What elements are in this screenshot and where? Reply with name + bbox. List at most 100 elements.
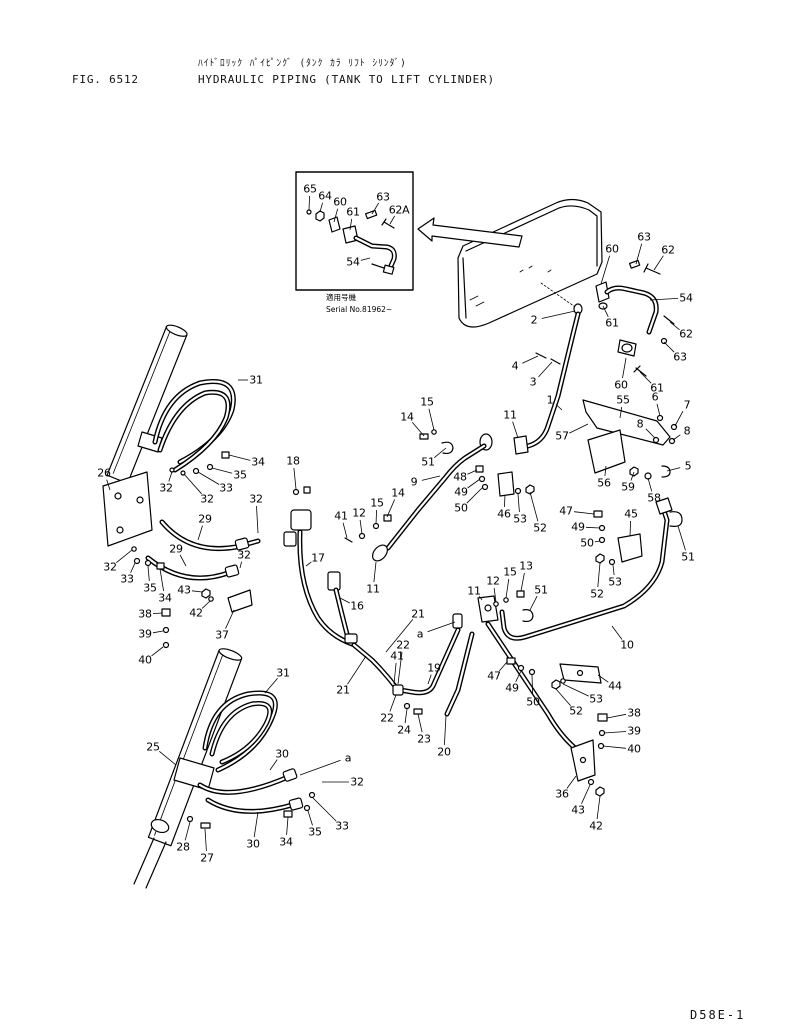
flange	[328, 216, 341, 233]
leader-line	[427, 674, 432, 685]
callout-22: 22	[396, 639, 409, 652]
pipe-inner-stroke	[386, 444, 486, 550]
callout-48: 48	[453, 471, 467, 484]
leader-line	[211, 467, 233, 474]
leader-line	[106, 479, 111, 491]
callout-36: 36	[555, 788, 569, 801]
callout-14: 14	[391, 487, 405, 500]
leader-line	[360, 257, 371, 261]
leader-line	[256, 505, 259, 534]
leader-line	[600, 255, 610, 285]
callout-53: 53	[608, 576, 622, 589]
leader-line	[308, 195, 310, 211]
leader-line	[629, 520, 631, 537]
callout-58: 58	[647, 492, 661, 505]
callout-25: 25	[146, 741, 160, 754]
left-lift-cylinder	[102, 324, 261, 649]
callout-62A: 62A	[389, 204, 410, 217]
pipe-end-fitting	[382, 264, 395, 275]
callout-44: 44	[608, 680, 622, 693]
leader-line	[653, 255, 664, 271]
pipe-inner-stroke	[198, 775, 290, 794]
leader-line	[466, 486, 484, 504]
callout-50: 50	[580, 537, 594, 550]
callout-9: 9	[411, 476, 418, 489]
leader-line	[342, 522, 348, 539]
callout-40: 40	[138, 654, 152, 667]
pipe-inner-stroke	[605, 286, 658, 334]
callout-18: 18	[286, 455, 300, 468]
callout-12: 12	[486, 575, 499, 588]
leader-line	[478, 595, 483, 601]
leader-line	[606, 713, 627, 719]
leader-line	[622, 357, 627, 379]
leader-line	[645, 428, 656, 439]
pipe-inner-stroke	[158, 391, 230, 472]
leader-line	[312, 797, 337, 822]
pipe-inner-stroke	[398, 628, 460, 694]
leader-line	[151, 646, 164, 657]
leader-line	[389, 215, 396, 225]
hose-block-assembly	[283, 486, 358, 647]
callout-30: 30	[275, 748, 289, 761]
leader-line	[602, 305, 609, 317]
callout-12: 12	[352, 507, 365, 520]
callout-31: 31	[276, 667, 289, 680]
leader-line	[269, 759, 278, 771]
pipe-inner-stroke	[445, 632, 474, 716]
leader-line	[520, 572, 525, 592]
leader-line	[375, 509, 377, 525]
pipe-9-fittings	[344, 514, 392, 562]
callout-8: 8	[637, 418, 644, 431]
lower-brackets	[506, 657, 608, 797]
callout-33: 33	[219, 482, 233, 495]
callout-40: 40	[627, 743, 641, 756]
leader-line	[639, 371, 652, 384]
callout-4: 4	[512, 360, 519, 373]
callout-21: 21	[336, 684, 349, 697]
leader-line	[191, 590, 203, 593]
center-pipes	[351, 590, 578, 751]
leader-line	[529, 595, 538, 611]
callout-34: 34	[251, 456, 265, 469]
callout-11: 11	[366, 583, 379, 596]
leader-line	[179, 554, 187, 567]
leader-line	[531, 674, 534, 696]
callout-a: a	[345, 752, 351, 765]
leader-line	[404, 708, 408, 724]
serial-detail-inset: 適用号機 Serial No.81962~	[295, 171, 414, 314]
callout-29: 29	[198, 513, 212, 526]
leader-line	[594, 540, 601, 543]
callout-41: 41	[390, 650, 403, 663]
callout-32: 32	[200, 493, 213, 506]
callout-34: 34	[279, 836, 293, 849]
leader-line	[371, 202, 380, 215]
callout-10: 10	[620, 639, 634, 652]
leader-line	[386, 499, 396, 518]
leader-line	[168, 471, 173, 482]
callout-24: 24	[397, 724, 411, 737]
leader-line	[596, 795, 601, 820]
leader-line	[333, 208, 339, 223]
figure-title-japanese: ﾊｲﾄﾞﾛﾘｯｸ ﾊﾟｲﾋﾟﾝｸﾞ (ﾀﾝｸ ｶﾗ ﾘﾌﾄ ｼﾘﾝﾀﾞ)	[198, 58, 407, 69]
callout-56: 56	[597, 477, 611, 490]
callout-52: 52	[569, 705, 582, 718]
pipe-inner-stroke	[526, 312, 580, 448]
leader-line	[197, 525, 203, 541]
leader-line	[504, 494, 506, 508]
leader-line	[339, 597, 350, 604]
callout-27: 27	[200, 852, 214, 865]
callout-8: 8	[684, 425, 691, 438]
callout-39: 39	[138, 628, 152, 641]
callout-53: 53	[513, 513, 527, 526]
leader-line	[228, 454, 251, 461]
leader-line	[183, 473, 202, 495]
callout-61: 61	[346, 206, 359, 219]
leader-line	[421, 475, 441, 481]
callout-54: 54	[346, 256, 360, 269]
leader-line	[147, 565, 150, 582]
callout-11: 11	[503, 409, 516, 422]
callout-45: 45	[624, 508, 638, 521]
inset-applicable-label: 適用号機	[326, 292, 356, 302]
